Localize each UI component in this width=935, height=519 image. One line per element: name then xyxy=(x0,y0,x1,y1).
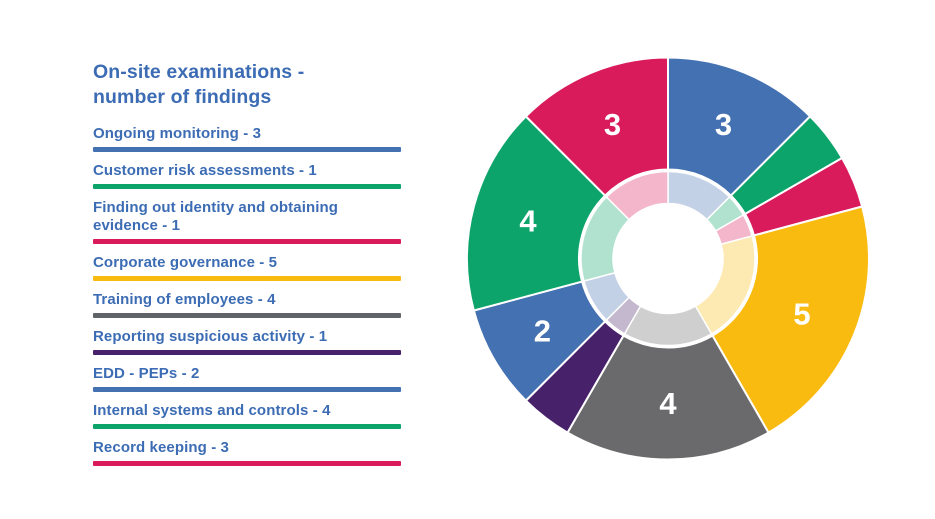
legend-item-label: Reporting suspicious activity - 1 xyxy=(93,328,328,345)
legend-item: Corporate governance - 5 xyxy=(93,254,401,281)
donut-segment-label: 3 xyxy=(604,107,621,142)
donut-segment xyxy=(711,205,870,434)
legend-item-label: Record keeping - 3 xyxy=(93,439,230,456)
legend-item-color-bar xyxy=(93,313,401,318)
legend-item-color-bar xyxy=(93,350,401,355)
legend-item: Record keeping - 3 xyxy=(93,439,401,466)
donut-chart: 3 5 4 2 4 3 xyxy=(466,56,870,461)
legend-item: EDD - PEPs - 2 xyxy=(93,365,401,392)
donut-segment-label: 5 xyxy=(793,296,810,331)
donut-inner-ring-segment xyxy=(605,170,669,221)
legend-item-label: Ongoing monitoring - 3 xyxy=(93,125,262,142)
donut-segment-label: 4 xyxy=(519,203,537,238)
legend-item-label: Customer risk assessments - 1 xyxy=(93,162,317,179)
donut-segment-label: 2 xyxy=(534,314,551,349)
legend-item-label: Internal systems and controls - 4 xyxy=(93,402,331,419)
legend-item: Training of employees - 4 xyxy=(93,291,401,318)
legend-item: Finding out identity and obtaining evide… xyxy=(93,199,401,244)
chart-title: On-site examinations - number of finding… xyxy=(93,61,305,108)
legend-item-color-bar xyxy=(93,276,401,281)
legend-item-color-bar xyxy=(93,461,401,466)
donut-segment xyxy=(466,115,607,312)
donut-segment xyxy=(667,56,812,197)
legend-item-color-bar xyxy=(93,239,401,244)
legend-item: Customer risk assessments - 1 xyxy=(93,162,401,189)
legend-item-label: Training of employees - 4 xyxy=(93,291,276,308)
donut-segment-label: 4 xyxy=(659,386,677,421)
legend-item-color-bar xyxy=(93,387,401,392)
legend-item-label: Finding out identity and obtaining evide… xyxy=(93,199,339,234)
legend-item-color-bar xyxy=(93,184,401,189)
legend-item-color-bar xyxy=(93,424,401,429)
legend-panel: On-site examinations - number of finding… xyxy=(93,60,401,476)
legend-item-label: EDD - PEPs - 2 xyxy=(93,365,200,382)
legend-item-color-bar xyxy=(93,147,401,152)
donut-segment xyxy=(566,334,770,461)
donut-segment-label: 3 xyxy=(715,107,732,142)
legend-item: Ongoing monitoring - 3 xyxy=(93,125,401,152)
legend-item-label: Corporate governance - 5 xyxy=(93,254,278,271)
donut-segment xyxy=(524,56,669,197)
legend-items: Ongoing monitoring - 3 Customer risk ass… xyxy=(93,125,401,466)
legend-item: Reporting suspicious activity - 1 xyxy=(93,328,401,355)
legend-item: Internal systems and controls - 4 xyxy=(93,402,401,429)
